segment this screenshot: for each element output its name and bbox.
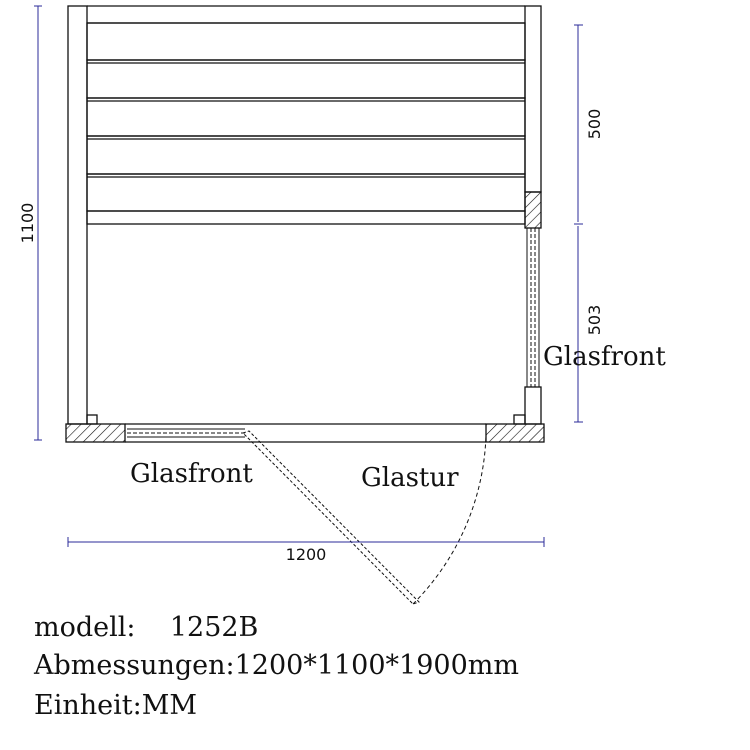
dimension-lines [34, 5, 583, 547]
rear-segment-label: 500 [585, 109, 604, 140]
corner-post-bottom-left [86, 414, 98, 425]
bench-slat [86, 22, 526, 61]
dimensions-label: Abmessungen: [34, 650, 235, 681]
model-value: 1252B [169, 612, 259, 643]
left-wall [67, 5, 88, 425]
front-wall [65, 423, 545, 443]
front-left-hatched-post [65, 423, 126, 443]
dimensions-value: 1200*1100*1900mm [234, 650, 519, 681]
unit-spec: Einheit:MM [34, 692, 197, 719]
right-wall [524, 5, 542, 193]
dimensions-spec: Abmessungen:1200*1100*1900mm [34, 652, 519, 679]
side-glass-panel [526, 228, 540, 387]
unit-label: Einheit: [34, 690, 142, 721]
overall-width-label: 1200 [286, 545, 327, 564]
front-glass-panel [127, 428, 245, 438]
bench-slat [86, 59, 526, 99]
cabin-walls [67, 5, 542, 425]
glass-door [242, 430, 487, 605]
door-leaf [242, 430, 420, 605]
benches [86, 22, 526, 225]
bench-slat [86, 135, 526, 175]
model-spec: modell: 1252B [34, 614, 258, 641]
front-right-hatched-post [485, 423, 545, 443]
bench-edge [86, 210, 526, 225]
bench-slat [86, 97, 526, 137]
model-label: modell: [34, 612, 136, 643]
unit-value: MM [141, 690, 197, 721]
side-glass-front-label: Glasfront [543, 342, 666, 372]
corner-post-bottom-right [513, 414, 526, 425]
glass-door-label: Glastur [361, 463, 459, 493]
bench-slat [86, 173, 526, 212]
door-swing-arc [412, 434, 487, 605]
overall-depth-label: 1100 [18, 203, 37, 244]
side-glass-hatched-post [524, 191, 542, 229]
right-lower-post [524, 386, 542, 425]
front-segment-label: 503 [585, 305, 604, 336]
bottom-glass-front-label: Glasfront [130, 459, 253, 489]
